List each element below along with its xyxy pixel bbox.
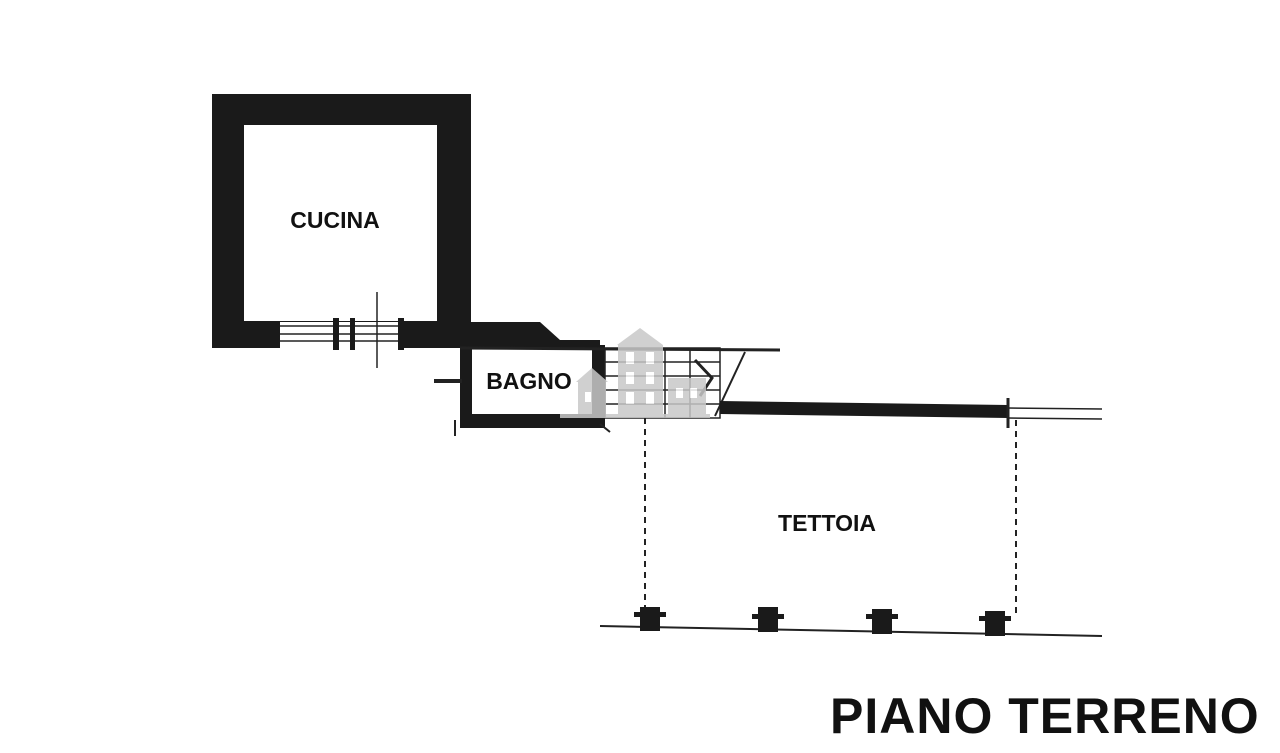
connecting-wall [404,322,600,348]
watermark-ground [560,414,710,418]
watermark-window [676,388,683,398]
watermark-window [626,352,634,364]
cucina-walls [212,94,600,368]
watermark-tower [618,345,663,417]
room-label-tettoia: TETTOIA [778,510,876,536]
tettoia-back-wall [720,401,1008,418]
watermark-right-house [668,378,706,417]
tettoia-front-line [599,625,1103,637]
tettoia-structure [599,398,1103,637]
watermark-left-house [578,380,606,417]
cucina-window-jamb [398,318,404,350]
cucina-window-jamb [350,318,355,350]
room-label-bagno: BAGNO [486,368,572,394]
floor-title: PIANO TERRENO [830,688,1260,744]
cucina-interior [244,125,437,321]
watermark-roof [617,328,663,345]
tettoia-back-line [1007,417,1103,420]
room-label-cucina: CUCINA [290,207,379,233]
watermark-window [626,372,634,384]
tettoia-column [866,609,898,634]
tettoia-column [752,607,784,632]
tettoia-column [634,607,666,631]
watermark-window [690,388,697,398]
watermark-left-roof [576,368,608,382]
watermark-window [646,352,654,364]
watermark-window [646,392,654,404]
watermark-window [646,372,654,384]
tettoia-back-line [1007,407,1103,410]
cucina-window-jamb [333,318,339,350]
bagno-mark [599,423,611,433]
tettoia-column [979,611,1011,636]
watermark-window [585,392,591,402]
watermark-window [626,392,634,404]
house-watermark-icon [560,328,710,418]
bagno-wall-left [460,345,472,428]
